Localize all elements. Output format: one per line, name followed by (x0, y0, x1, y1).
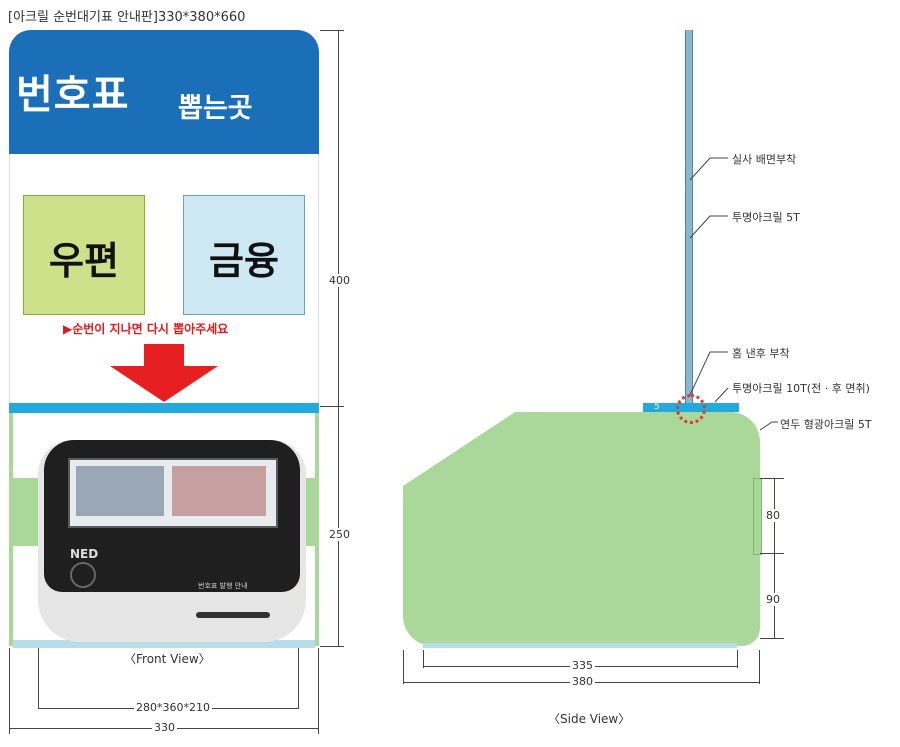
dim-width-label: 330 (152, 721, 177, 734)
diagram-title: [아크릴 순번대기표 안내판]330*380*660 (8, 10, 246, 25)
note-print: 실사 배면부착 (732, 153, 797, 166)
dim-ext-width-left (9, 648, 10, 734)
banner-sub-text: 뽑는곳 (178, 93, 253, 124)
dim-380-label: 380 (570, 675, 595, 688)
dim-5-label: 5 (654, 402, 660, 412)
dim-90-label: 90 (764, 593, 782, 606)
groove-highlight-circle (676, 394, 706, 424)
banner-main-text: 번호표 (16, 72, 130, 118)
dim-ext-90-bottom (760, 638, 784, 639)
front-view-label: 〈Front View〉 (124, 652, 211, 666)
dim-vertical-line (338, 30, 339, 646)
box-post: 우편 (23, 195, 145, 315)
notice-text: ▶순번이 지나면 다시 뽑아주세요 (63, 322, 229, 336)
side-base-strip (423, 643, 737, 648)
leader-lines (689, 157, 778, 431)
note-acrylic-10t: 투명아크릴 10T(전 · 후 면취) (732, 382, 870, 395)
sign-banner (9, 30, 319, 154)
box-post-label: 우편 (49, 239, 119, 283)
kiosk-screen-button-b (172, 466, 266, 516)
dim-ext-80-bottom (760, 553, 784, 554)
dim-ext-bottom (320, 646, 344, 647)
dim-ext-380-right (759, 650, 760, 684)
side-base-chamfer (403, 412, 515, 486)
dim-ext-80-top (760, 478, 784, 479)
acrylic-pole (685, 30, 693, 406)
down-arrow-icon (110, 344, 218, 402)
note-acrylic-5t: 투명아크릴 5T (732, 211, 800, 224)
kiosk-logo: NED (70, 547, 99, 561)
dim-side-vertical (774, 478, 775, 638)
dim-ext-380-left (403, 650, 404, 684)
dim-335-label: 335 (570, 659, 595, 672)
sign-bottom-bar (9, 403, 319, 413)
note-base-acrylic: 연두 형광아크릴 5T (780, 418, 872, 431)
stand-right-panel (315, 413, 319, 646)
dim-ext-width-right (318, 648, 319, 734)
fingerprint-icon (70, 562, 96, 588)
box-finance-label: 금융 (209, 239, 279, 283)
side-strip (753, 478, 762, 555)
ticket-slot (196, 612, 270, 618)
dim-device-label: 280*360*210 (134, 701, 212, 714)
box-finance: 금융 (183, 195, 305, 315)
dim-400-label: 400 (327, 274, 352, 287)
dim-ext-device-right (298, 648, 299, 708)
dim-80-label: 80 (764, 509, 782, 522)
kiosk-screen-button-a (76, 466, 164, 516)
kiosk-panel-text: 번호표 발행 안내 (198, 582, 248, 590)
dim-ext-device-left (38, 648, 39, 708)
dim-250-label: 250 (327, 528, 352, 541)
stand-left-panel (9, 413, 13, 646)
dim-ext-335-right (737, 650, 738, 668)
stand-base (13, 640, 315, 648)
note-groove: 홈 낸후 부착 (732, 347, 790, 360)
side-view-label: 〈Side View〉 (548, 712, 631, 726)
dim-ext-mid (320, 406, 344, 407)
dim-ext-335-left (423, 650, 424, 668)
dim-ext-top (320, 30, 344, 31)
